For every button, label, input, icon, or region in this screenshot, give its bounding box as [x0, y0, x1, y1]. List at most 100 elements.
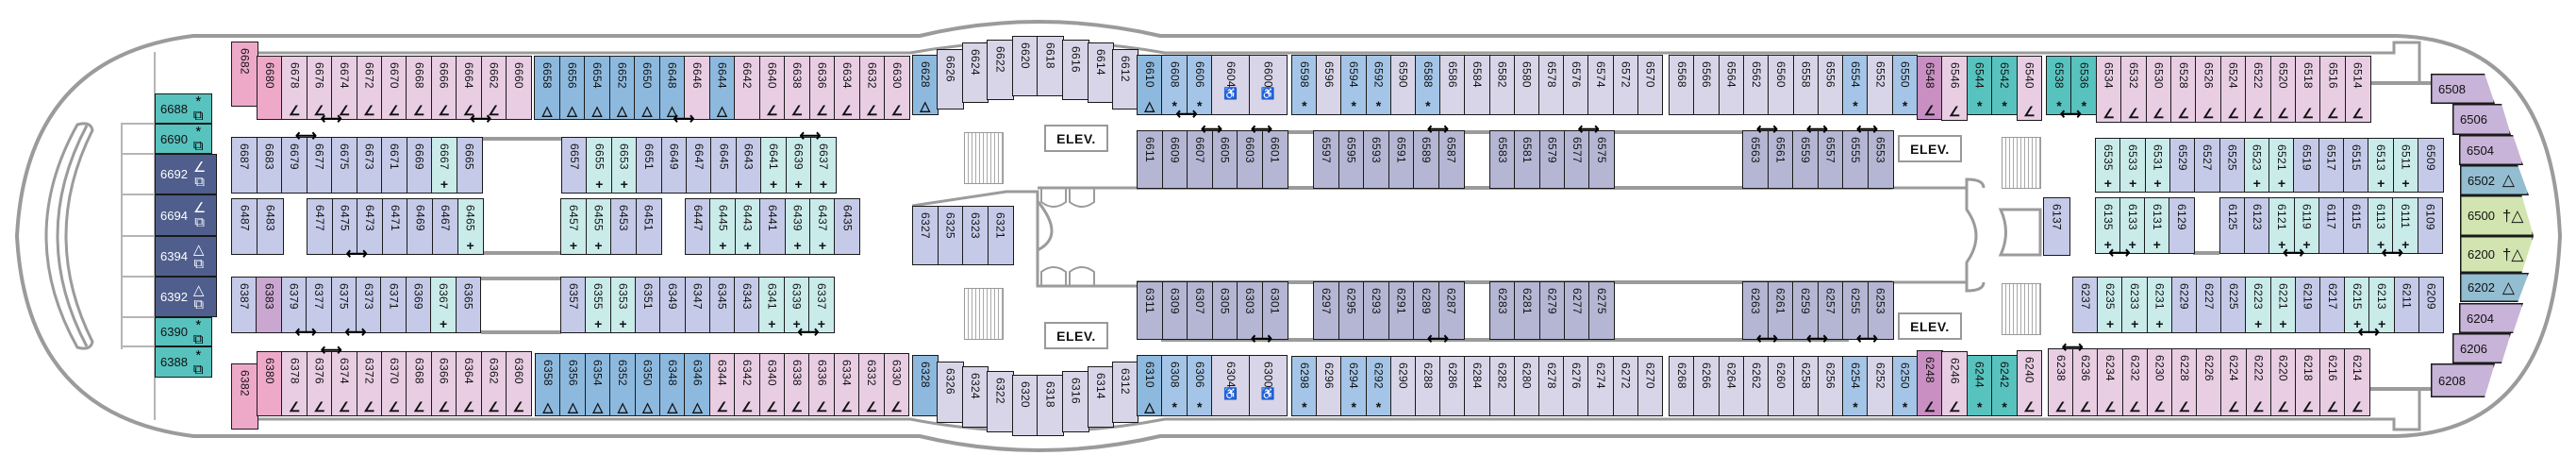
cabin-6630[interactable]: 6630∠ — [884, 56, 910, 120]
cabin-6341[interactable]: 6341+ — [758, 277, 786, 333]
cabin-6296[interactable]: 6296 — [1316, 356, 1342, 416]
cabin-6270[interactable]: 6270 — [1637, 356, 1664, 416]
suite-6504[interactable]: 6504 — [2459, 135, 2523, 165]
cabin-6509[interactable]: 6509 — [2417, 138, 2444, 193]
cabin-6326[interactable]: 6326 — [937, 362, 964, 423]
cabin-6358[interactable]: 6358△ — [535, 353, 561, 416]
cabin-6592[interactable]: 6592* — [1365, 55, 1392, 115]
cabin-6231[interactable]: 6231+ — [2146, 277, 2173, 333]
cabin-6562[interactable]: 6562 — [1742, 55, 1770, 115]
cabin-6224[interactable]: 6224∠ — [2220, 348, 2248, 416]
cabin-6586[interactable]: 6586 — [1439, 55, 1466, 115]
cabin-6666[interactable]: 6666∠ — [430, 56, 457, 120]
cabin-6306[interactable]: 6306* — [1187, 355, 1213, 416]
cabin-6579[interactable]: 6579 — [1538, 130, 1566, 189]
cabin-6515[interactable]: 6515 — [2343, 138, 2369, 193]
cabin-6656[interactable]: 6656△ — [558, 56, 586, 120]
cabin-6233[interactable]: 6233+ — [2121, 277, 2149, 333]
cabin-6113[interactable]: 6113+ — [2368, 197, 2394, 254]
cabin-6352[interactable]: 6352△ — [609, 353, 637, 416]
cabin-6600[interactable]: 6600♿ — [1249, 55, 1288, 115]
cabin-6337[interactable]: 6337+ — [808, 277, 835, 333]
cabin-6275[interactable]: 6275 — [1588, 281, 1615, 340]
cabin-6640[interactable]: 6640∠ — [758, 56, 786, 120]
cabin-6550[interactable]: 6550* — [1891, 55, 1919, 115]
cabin-6525[interactable]: 6525 — [2219, 138, 2246, 193]
cabin-6266[interactable]: 6266 — [1693, 356, 1720, 416]
cabin-6618[interactable]: 6618 — [1037, 36, 1064, 96]
cabin-6286[interactable]: 6286 — [1439, 356, 1466, 416]
cabin-6290[interactable]: 6290 — [1389, 356, 1417, 416]
cabin-6670[interactable]: 6670∠ — [381, 56, 407, 120]
cabin-6655[interactable]: 6655+ — [586, 137, 613, 194]
cabin-6287[interactable]: 6287 — [1438, 281, 1465, 340]
cabin-6223[interactable]: 6223+ — [2245, 277, 2272, 333]
cabin-6453[interactable]: 6453 — [610, 198, 637, 255]
cabin-6382[interactable]: 6382 — [231, 363, 258, 430]
cabin-6513[interactable]: 6513+ — [2368, 138, 2395, 193]
cabin-6638[interactable]: 6638∠ — [784, 56, 810, 120]
cabin-6258[interactable]: 6258 — [1792, 356, 1820, 416]
cabin-6322[interactable]: 6322 — [987, 371, 1014, 432]
cabin-6294[interactable]: 6294* — [1340, 356, 1368, 416]
cabin-6668[interactable]: 6668∠ — [406, 56, 433, 120]
cabin-6347[interactable]: 6347 — [684, 277, 711, 333]
cabin-6374[interactable]: 6374∠ — [331, 351, 358, 416]
cabin-6378[interactable]: 6378∠ — [281, 351, 308, 416]
cabin-6676[interactable]: 6676∠ — [306, 56, 333, 120]
cabin-6651[interactable]: 6651 — [636, 137, 663, 194]
cabin-6279[interactable]: 6279 — [1538, 281, 1566, 340]
cabin-6131[interactable]: 6131+ — [2144, 197, 2170, 254]
cabin-6584[interactable]: 6584 — [1464, 55, 1491, 115]
cabin-6355[interactable]: 6355+ — [585, 277, 612, 333]
cabin-6345[interactable]: 6345 — [708, 277, 736, 333]
cabin-6324[interactable]: 6324 — [962, 366, 989, 428]
cabin-6590[interactable]: 6590 — [1389, 55, 1417, 115]
cabin-6318[interactable]: 6318 — [1037, 375, 1064, 436]
cabin-6487[interactable]: 6487 — [231, 198, 258, 255]
cabin-6687[interactable]: 6687 — [231, 137, 258, 194]
cabin-6343[interactable]: 6343 — [734, 277, 760, 333]
cabin-6214[interactable]: 6214∠ — [2344, 348, 2371, 416]
cabin-6261[interactable]: 6261 — [1767, 281, 1794, 340]
cabin-6277[interactable]: 6277 — [1563, 281, 1590, 340]
cabin-6477[interactable]: 6477 — [307, 198, 334, 255]
suite-6200[interactable]: 6200†△ — [2460, 236, 2534, 273]
cabin-6634[interactable]: 6634∠ — [834, 56, 860, 120]
cabin-6667[interactable]: 6667+ — [431, 137, 457, 194]
cabin-6237[interactable]: 6237 — [2072, 277, 2099, 333]
cabin-6519[interactable]: 6519 — [2293, 138, 2320, 193]
cabin-6657[interactable]: 6657 — [561, 137, 588, 194]
cabin-6330[interactable]: 6330∠ — [883, 353, 910, 416]
cabin-6669[interactable]: 6669 — [406, 137, 433, 194]
cabin-6658[interactable]: 6658△ — [534, 56, 560, 120]
cabin-6248[interactable]: 6248∠ — [1917, 350, 1943, 416]
cabin-6660[interactable]: 6660 — [506, 56, 532, 120]
cabin-6346[interactable]: 6346△ — [684, 353, 711, 416]
cabin-6555[interactable]: 6555 — [1842, 130, 1869, 189]
cabin-6372[interactable]: 6372∠ — [356, 351, 383, 416]
cabin-6662[interactable]: 6662∠ — [480, 56, 507, 120]
cabin-6601[interactable]: 6601 — [1261, 130, 1288, 189]
cabin-6517[interactable]: 6517 — [2318, 138, 2345, 193]
cabin-6441[interactable]: 6441 — [759, 198, 787, 255]
cabin-6455[interactable]: 6455+ — [585, 198, 612, 255]
suite-6500[interactable]: 6500†△ — [2460, 195, 2534, 236]
cabin-6591[interactable]: 6591 — [1388, 130, 1415, 189]
cabin-6628[interactable]: 6628△ — [912, 55, 939, 115]
cabin-6268[interactable]: 6268 — [1669, 356, 1695, 416]
cabin-6312[interactable]: 6312 — [1112, 362, 1138, 423]
cabin-6546[interactable]: 6546∠ — [1941, 56, 1969, 121]
cabin-6641[interactable]: 6641+ — [760, 137, 788, 194]
cabin-6614[interactable]: 6614 — [1088, 42, 1114, 103]
cabin-6596[interactable]: 6596 — [1316, 55, 1342, 115]
cabin-6281[interactable]: 6281 — [1514, 281, 1541, 340]
cabin-6362[interactable]: 6362∠ — [480, 351, 507, 416]
cabin-6244[interactable]: 6244* — [1966, 355, 1993, 416]
cabin-6234[interactable]: 6234∠ — [2097, 348, 2124, 416]
cabin-6348[interactable]: 6348△ — [659, 353, 686, 416]
cabin-6276[interactable]: 6276 — [1563, 356, 1589, 416]
cabin-6563[interactable]: 6563 — [1742, 130, 1769, 189]
suite-6202[interactable]: 6202△ — [2460, 273, 2529, 302]
cabin-6222[interactable]: 6222∠ — [2245, 348, 2272, 416]
